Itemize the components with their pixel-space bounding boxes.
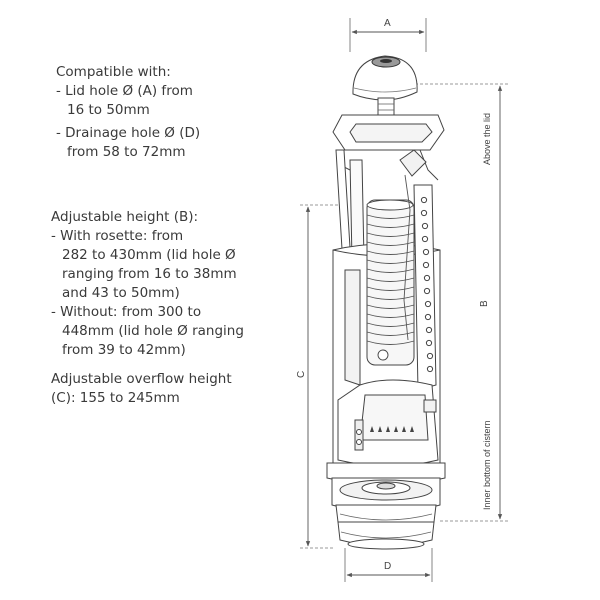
overflow-spec: Adjustable overflow height (C): 155 to 2… — [51, 370, 232, 408]
dimension-a: A — [349, 18, 427, 52]
spec-line: - With rosette: from — [51, 228, 184, 244]
top-bracket — [332, 114, 445, 181]
label-a: A — [384, 18, 391, 29]
spec-line: - Drainage hole Ø (D) — [56, 125, 201, 141]
label-d: D — [384, 561, 391, 572]
spec-line: - Lid hole Ø (A) from — [56, 83, 193, 99]
label-above-lid: Above the lid — [482, 113, 492, 165]
bellows — [366, 199, 415, 366]
compatible-heading: Compatible with: — [56, 64, 171, 80]
spec-line: - Without: from 300 to — [51, 304, 202, 320]
spec-line: and 43 to 50mm) — [62, 285, 180, 301]
float-housing — [337, 379, 439, 467]
label-inner-bottom: Inner bottom of cistern — [482, 420, 492, 510]
adjustment-rack — [399, 149, 437, 391]
spec-line: 448mm (lid hole Ø ranging — [62, 323, 244, 339]
label-b: B — [479, 300, 490, 307]
dimension-b: B Above the lid Inner bottom of cistern — [405, 83, 510, 522]
spec-line: from 39 to 42mm) — [62, 342, 186, 358]
label-c: C — [296, 371, 307, 378]
spec-line: from 58 to 72mm — [67, 144, 186, 160]
spec-line: (C): 155 to 245mm — [51, 390, 180, 406]
compatible-spec: Compatible with: - Lid hole Ø (A) from 1… — [56, 63, 200, 162]
height-heading: Adjustable height (B): — [51, 209, 199, 225]
base-assembly — [326, 462, 446, 550]
overflow-heading: Adjustable overflow height — [51, 371, 232, 387]
spec-line: ranging from 16 to 38mm — [62, 266, 237, 282]
push-button — [352, 55, 418, 101]
spec-line: 16 to 50mm — [67, 102, 150, 118]
dimension-c: C — [296, 204, 342, 549]
dimension-d: D — [344, 548, 433, 582]
height-spec: Adjustable height (B): - With rosette: f… — [51, 208, 244, 360]
spec-line: 282 to 430mm (lid hole Ø — [62, 247, 236, 263]
